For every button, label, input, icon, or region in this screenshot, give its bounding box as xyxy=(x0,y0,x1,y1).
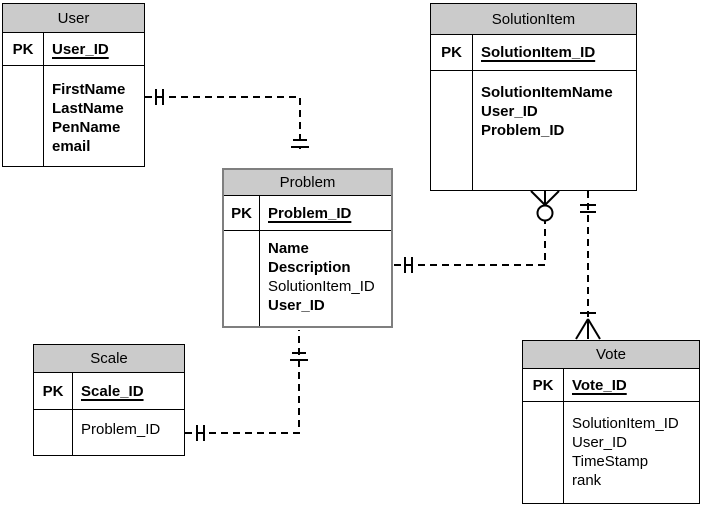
pk-row: PK User_ID xyxy=(3,33,144,66)
pk-gutter xyxy=(34,410,73,455)
attribute-list: Name Description SolutionItem_ID User_ID xyxy=(260,231,391,326)
table-title: Problem xyxy=(224,170,391,196)
attributes-row: Problem_ID xyxy=(34,410,184,455)
pk-row: PK Scale_ID xyxy=(34,373,184,410)
attribute-list: SolutionItem_ID User_ID TimeStamp rank xyxy=(564,402,699,503)
attribute: SolutionItemName xyxy=(481,84,613,101)
attribute: PenName xyxy=(52,119,121,136)
table-title: Scale xyxy=(34,345,184,373)
attributes-row: SolutionItemName User_ID Problem_ID xyxy=(431,71,636,190)
pk-gutter xyxy=(3,66,44,166)
attribute-list: Problem_ID xyxy=(73,410,184,455)
pk-label: PK xyxy=(3,33,44,65)
pk-label: PK xyxy=(224,196,260,230)
attribute: SolutionItem_ID xyxy=(572,415,679,432)
attribute: Name xyxy=(268,240,309,257)
table-title: Vote xyxy=(523,341,699,369)
pk-row: PK SolutionItem_ID xyxy=(431,35,636,71)
pk-field: Vote_ID xyxy=(572,376,627,394)
entity-table-user: User PK User_ID FirstName LastName PenNa… xyxy=(2,3,145,167)
exactly-one-icon xyxy=(404,257,413,273)
pk-label: PK xyxy=(34,373,73,409)
exactly-one-icon xyxy=(291,139,309,148)
attribute: User_ID xyxy=(572,434,628,451)
pk-gutter xyxy=(523,402,564,503)
exactly-one-icon xyxy=(196,425,205,441)
one-or-many-icon xyxy=(575,312,601,340)
attribute: Problem_ID xyxy=(81,421,161,438)
pk-label: PK xyxy=(431,35,473,70)
attribute: Description xyxy=(268,259,351,276)
entity-table-vote: Vote PK Vote_ID SolutionItem_ID User_ID … xyxy=(522,340,700,504)
attributes-row: Name Description SolutionItem_ID User_ID xyxy=(224,231,391,326)
table-title: SolutionItem xyxy=(431,4,636,35)
table-title: User xyxy=(3,4,144,33)
pk-label: PK xyxy=(523,369,564,401)
pk-row: PK Problem_ID xyxy=(224,196,391,231)
exactly-one-icon xyxy=(155,89,164,105)
attribute: TimeStamp xyxy=(572,453,649,470)
attribute: email xyxy=(52,138,91,155)
attributes-row: FirstName LastName PenName email xyxy=(3,66,144,166)
zero-or-many-icon xyxy=(530,190,560,222)
pk-field: User_ID xyxy=(52,40,109,58)
attributes-row: SolutionItem_ID User_ID TimeStamp rank xyxy=(523,402,699,503)
attribute: User_ID xyxy=(268,297,325,314)
pk-field: SolutionItem_ID xyxy=(481,44,596,61)
pk-field: Problem_ID xyxy=(268,204,352,222)
relationship-solutionitem-vote xyxy=(575,191,601,340)
entity-table-problem: Problem PK Problem_ID Name Description S… xyxy=(222,168,393,328)
attribute-list: FirstName LastName PenName email xyxy=(44,66,144,166)
attribute: FirstName xyxy=(52,81,126,98)
attribute: LastName xyxy=(52,100,124,117)
exactly-one-icon xyxy=(290,352,308,361)
relationship-scale-problem xyxy=(185,330,308,441)
pk-gutter xyxy=(431,71,473,190)
relationship-problem-solutionitem xyxy=(394,190,560,273)
relationship-user-problem xyxy=(145,89,309,149)
attribute-list: SolutionItemName User_ID Problem_ID xyxy=(473,71,636,190)
pk-field: Scale_ID xyxy=(81,382,144,400)
attribute: User_ID xyxy=(481,103,538,120)
pk-row: PK Vote_ID xyxy=(523,369,699,402)
pk-gutter xyxy=(224,231,260,326)
attribute: Problem_ID xyxy=(481,122,565,139)
entity-table-scale: Scale PK Scale_ID Problem_ID xyxy=(33,344,185,456)
entity-table-solutionitem: SolutionItem PK SolutionItem_ID Solution… xyxy=(430,3,637,191)
attribute: SolutionItem_ID xyxy=(268,278,375,295)
exactly-one-icon xyxy=(580,204,596,213)
attribute: rank xyxy=(572,472,602,489)
